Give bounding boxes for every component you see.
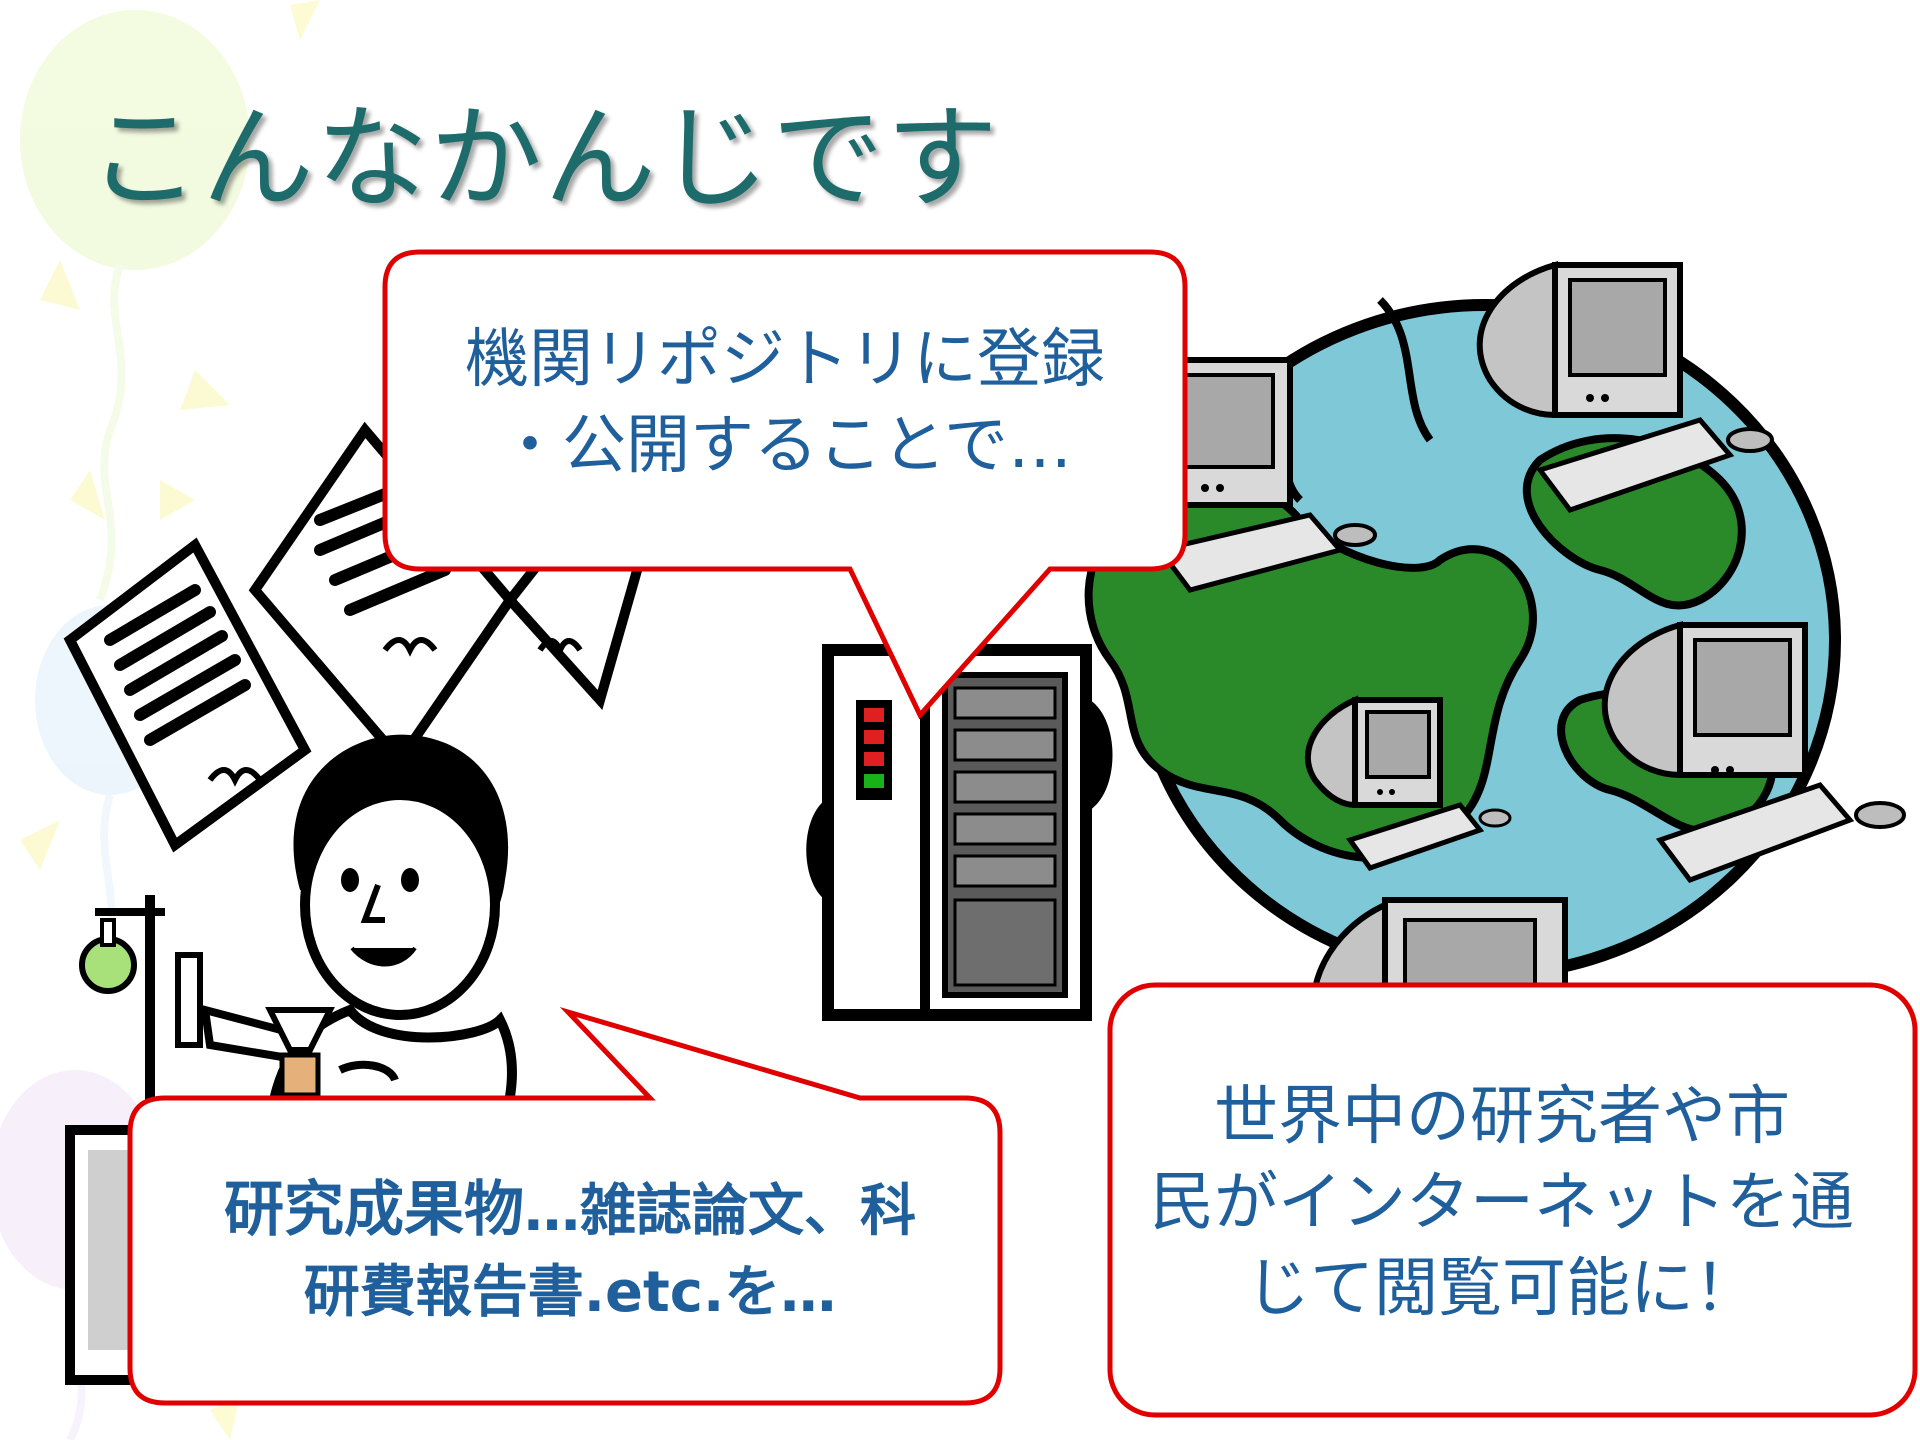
callout-right — [1107, 982, 1918, 1418]
speech-bubble-left — [127, 1006, 1003, 1406]
bubble-top-line2: ・公開することで… — [497, 408, 1073, 483]
callout-right-line3: じて閲覧可能に！ — [1246, 1251, 1758, 1326]
computer-icon — [1155, 261, 1906, 1033]
slide-title: こんなかんじです — [88, 94, 1000, 224]
bubble-left-line1: 研究成果物…雑誌論文、科 — [135, 1168, 1005, 1253]
bubble-left-text: 研究成果物…雑誌論文、科 研費報告書.etc.を… — [135, 1168, 1005, 1333]
bubble-left-line2-strong: 研費報告書 — [303, 1260, 584, 1326]
researcher-icon — [200, 734, 517, 1125]
flying-papers-icon — [63, 421, 647, 853]
callout-right-line1: 世界中の研究者や市 — [1214, 1080, 1790, 1154]
bubble-left-line2-rest: .etc.を… — [583, 1260, 837, 1326]
speech-bubble-top — [382, 249, 1188, 720]
bubble-top-line1: 機関リポジトリに登録 — [465, 323, 1105, 397]
callout-right-text: 世界中の研究者や市 民がインターネットを通 じて閲覧可能に！ — [1112, 1075, 1892, 1332]
bubble-left-line1-rest: …雑誌論文、科 — [524, 1179, 916, 1244]
server-rack-icon — [806, 644, 1113, 1021]
bubble-left-line1-strong: 研究成果物 — [224, 1175, 524, 1245]
bubble-top-text: 機関リポジトリに登録 ・公開することで… — [390, 318, 1180, 490]
callout-right-line2: 民がインターネットを通 — [1150, 1165, 1854, 1240]
bubble-left-line2: 研費報告書.etc.を… — [135, 1253, 1005, 1333]
